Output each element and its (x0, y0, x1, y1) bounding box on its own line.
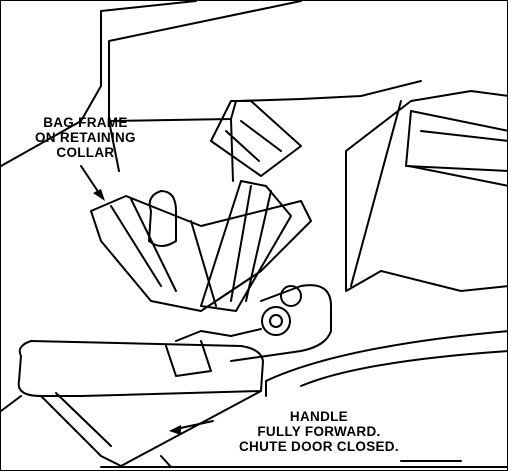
bag-frame-callout-line-1: BAG FRAME (43, 115, 128, 130)
chute-opening (210, 100, 302, 177)
bag-frame-inner (110, 198, 217, 307)
latch-spring (175, 328, 262, 342)
frame-strut-inner (230, 185, 272, 302)
handle-callout-line-3: CHUTE DOOR CLOSED. (239, 439, 399, 454)
frame-strut (200, 180, 292, 312)
latch-wheel (261, 306, 291, 336)
handle-callout-line-2: FULLY FORWARD. (257, 424, 381, 439)
right-panel-slot (405, 110, 508, 172)
handle-arrowhead (169, 425, 181, 435)
handle-grip (17, 340, 264, 397)
chute-opening-inner (225, 120, 282, 162)
cabinet-top-edge (100, 1, 197, 12)
handle-callout-line-1: HANDLE (289, 409, 348, 424)
lower-tray (265, 330, 508, 397)
handle-arrow (175, 420, 214, 430)
bag-frame-arrowhead (93, 189, 105, 201)
right-panel (345, 90, 508, 292)
latch-pivot (280, 285, 302, 307)
cabinet-left-edge (1, 10, 102, 167)
bag-frame-callout-line-3: COLLAR (56, 145, 115, 160)
latch-wheel-hub (269, 314, 283, 328)
handle-shaft-highlight (55, 392, 112, 447)
handle-shaft (40, 390, 262, 467)
handle-callout: HANDLE FULLY FORWARD. CHUTE DOOR CLOSED. (239, 409, 399, 454)
retaining-collar (148, 190, 177, 247)
bag-frame-callout-line-2: ON RETAINING (35, 130, 136, 145)
back-housing (108, 1, 422, 122)
bag-frame (90, 195, 312, 312)
tray-lip (160, 455, 462, 468)
right-panel-inner (350, 100, 508, 287)
bag-frame-callout: BAG FRAME ON RETAINING COLLAR (35, 115, 136, 160)
floor-edge (1, 395, 508, 468)
handle-rail (230, 284, 332, 362)
back-housing-front (108, 118, 234, 182)
latch-bracket (165, 340, 212, 377)
